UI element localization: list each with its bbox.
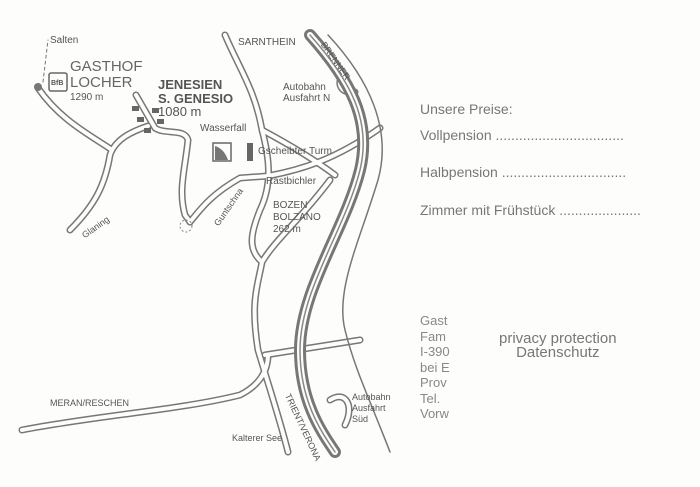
tower-icon <box>247 143 253 161</box>
gasthof-marker <box>34 83 42 91</box>
label-sarnthein: SARNTHEIN <box>238 37 296 48</box>
address-line: Gast <box>420 313 448 328</box>
address-line: Vorw <box>420 406 449 421</box>
label-bozen-alt: 262 m <box>273 224 301 235</box>
address-line: I-390 <box>420 344 450 359</box>
gasthof-sign-icon <box>48 72 68 92</box>
label-kalterer-see: Kalterer See <box>232 433 283 443</box>
label-bolzano: BOLZANO <box>273 212 321 223</box>
label-autobahn-n1: Autobahn <box>283 82 326 93</box>
address-line: bei E <box>420 359 450 375</box>
label-genesio: S. GENESIO <box>158 91 234 106</box>
privacy-watermark: privacy protection Datenschutz <box>499 330 617 361</box>
village-blocks <box>132 106 164 133</box>
label-gasthof-alt: 1290 m <box>70 92 104 103</box>
label-autobahn-n2: Ausfahrt N <box>283 93 331 104</box>
price-vollpension: Vollpension ............................… <box>420 127 624 143</box>
gasthof-sign: BfB <box>51 80 64 87</box>
label-bozen: BOZEN <box>273 200 308 211</box>
label-autobahn-s3: Süd <box>352 414 369 424</box>
privacy-line1: privacy protection <box>499 330 617 347</box>
label-salten: Salten <box>50 35 79 46</box>
label-locher: LOCHER <box>70 74 133 91</box>
waterfall-icon <box>212 142 232 162</box>
river <box>327 34 391 453</box>
privacy-line2: Datenschutz <box>516 344 600 361</box>
address-line: Tel. <box>420 390 441 406</box>
address-line: Prov <box>420 375 447 390</box>
label-autobahn-s2: Ausfahrt <box>352 403 386 413</box>
label-jenesien-alt: 1080 m <box>158 104 202 119</box>
label-rastbichler: Rastbichler <box>266 176 317 187</box>
address-line: Fam <box>420 328 446 344</box>
label-meran: MERAN/RESCHEN <box>50 398 130 408</box>
address-block: Gast Fam I-390 bei E Prov Tel. Vorw <box>420 313 451 422</box>
label-wasserfall: Wasserfall <box>200 123 247 134</box>
label-gasthof: GASTHOF <box>70 58 143 75</box>
price-zimmer: Zimmer mit Frühstück ...................… <box>420 202 641 218</box>
prices-title: Unsere Preise: <box>420 101 513 117</box>
price-halbpension: Halbpension ............................… <box>420 164 627 180</box>
label-autobahn-s1: Autobahn <box>352 392 391 402</box>
label-jenesien: JENESIEN <box>158 77 223 92</box>
label-gscheibter-turm: Gscheibter Turm <box>258 146 332 157</box>
